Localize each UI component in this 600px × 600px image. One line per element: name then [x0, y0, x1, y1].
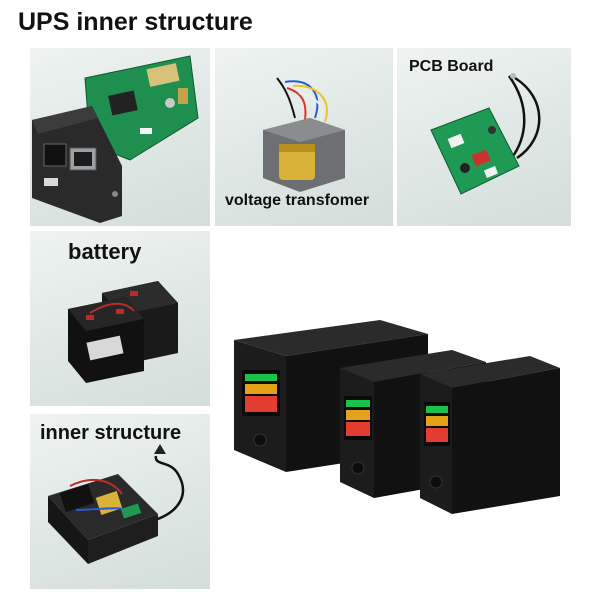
panel-transformer: voltage transfomer: [215, 48, 393, 226]
panel-pcb: PCB Board: [397, 48, 571, 226]
panel-network-card: [30, 48, 210, 226]
network-card-icon: [32, 55, 199, 223]
ups-open-case-icon: [48, 444, 184, 564]
inner-label: inner structure: [40, 422, 182, 444]
battery-label: battery: [68, 239, 142, 264]
ups-units-group: [234, 320, 560, 514]
pcb-label: PCB Board: [409, 58, 494, 75]
panel-battery: battery: [30, 231, 210, 406]
panel-ups-units: [220, 300, 580, 520]
transformer-label: voltage transfomer: [225, 192, 370, 209]
pcb-board-icon: [430, 73, 541, 195]
panel-inner-structure: inner structure: [30, 414, 210, 589]
battery-icon: [68, 281, 178, 383]
ups-unit-icon: [420, 356, 560, 514]
transformer-icon: [263, 77, 345, 192]
page-title: UPS inner structure: [18, 8, 253, 36]
